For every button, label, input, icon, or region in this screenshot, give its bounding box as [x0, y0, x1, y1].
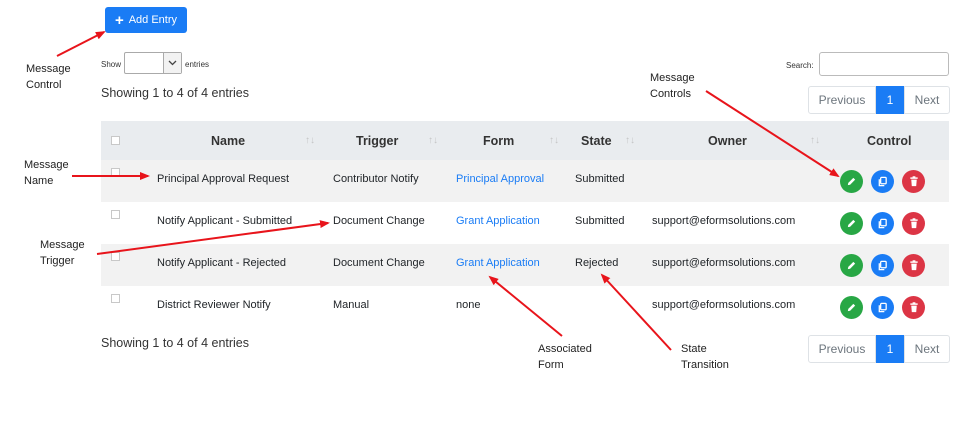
row-controls — [840, 296, 925, 319]
message-owner: support@eformsolutions.com — [652, 215, 796, 227]
annotation-message-control: Message Control — [26, 63, 71, 91]
message-form-link[interactable]: Grant Application — [456, 257, 540, 269]
arrow-message-controls — [705, 90, 840, 178]
pencil-icon — [847, 219, 856, 228]
copy-button[interactable] — [871, 296, 894, 319]
sort-icon[interactable]: ↑↓ — [305, 135, 315, 146]
message-name: Notify Applicant - Submitted — [157, 215, 293, 227]
row-controls — [840, 212, 925, 235]
annotation-message-controls: Message Controls — [650, 72, 695, 100]
annotation-state-transition: State Transition — [681, 343, 729, 371]
sort-icon[interactable]: ↑↓ — [428, 135, 438, 146]
page-1-button[interactable]: 1 — [876, 335, 904, 363]
next-page-button[interactable]: Next — [904, 335, 950, 363]
row-checkbox[interactable] — [111, 210, 120, 219]
edit-button[interactable] — [840, 170, 863, 193]
delete-button[interactable] — [902, 212, 925, 235]
delete-button[interactable] — [902, 170, 925, 193]
message-trigger: Manual — [333, 299, 370, 311]
trash-icon — [909, 218, 918, 229]
table-row: Notify Applicant - Submitted Document Ch… — [101, 202, 949, 244]
edit-button[interactable] — [840, 212, 863, 235]
delete-button[interactable] — [902, 296, 925, 319]
previous-page-button[interactable]: Previous — [808, 86, 876, 114]
edit-button[interactable] — [840, 254, 863, 277]
select-all-checkbox[interactable] — [111, 136, 120, 145]
show-label: Show — [101, 60, 122, 69]
trash-icon — [909, 302, 918, 313]
pagination-top: Previous 1 Next — [808, 86, 950, 114]
next-page-button[interactable]: Next — [904, 86, 950, 114]
message-form-text: none — [456, 299, 481, 311]
col-header-control: Control — [867, 134, 912, 148]
copy-icon — [878, 302, 887, 313]
page-1-button[interactable]: 1 — [876, 86, 904, 114]
plus-icon: + — [114, 11, 124, 29]
annotation-associated-form: Associated Form — [538, 343, 592, 371]
messages-table: Name ↑↓ Trigger ↑↓ Form ↑↓ State ↑↓ Owne… — [101, 121, 949, 328]
col-header-owner[interactable]: Owner — [708, 134, 747, 148]
entries-label: entries — [185, 60, 210, 69]
table-row: District Reviewer Notify Manual none sup… — [101, 286, 949, 328]
table-info-bottom: Showing 1 to 4 of 4 entries — [101, 336, 250, 350]
edit-button[interactable] — [840, 296, 863, 319]
message-name: Principal Approval Request — [157, 173, 290, 185]
message-owner: support@eformsolutions.com — [652, 299, 796, 311]
message-trigger: Contributor Notify — [333, 173, 419, 185]
search-input[interactable] — [819, 52, 949, 76]
col-header-state[interactable]: State — [581, 134, 612, 148]
sort-icon[interactable]: ↑↓ — [549, 135, 559, 146]
arrow-message-control — [56, 31, 106, 57]
annotation-message-trigger: Message Trigger — [40, 239, 85, 267]
message-state: Submitted — [575, 215, 625, 227]
message-name: Notify Applicant - Rejected — [157, 257, 287, 269]
message-trigger: Document Change — [333, 257, 425, 269]
sort-icon[interactable]: ↑↓ — [810, 135, 820, 146]
table-info-top: Showing 1 to 4 of 4 entries — [101, 86, 250, 100]
table-header: Name ↑↓ Trigger ↑↓ Form ↑↓ State ↑↓ Owne… — [101, 121, 949, 160]
chevron-down-icon[interactable] — [163, 53, 181, 73]
search-label: Search: — [786, 61, 814, 70]
col-header-form[interactable]: Form — [483, 134, 515, 148]
trash-icon — [909, 260, 918, 271]
message-state: Rejected — [575, 257, 619, 269]
pagination-bottom: Previous 1 Next — [808, 335, 950, 363]
message-trigger: Document Change — [333, 215, 425, 227]
copy-icon — [878, 260, 887, 271]
table-row: Notify Applicant - Rejected Document Cha… — [101, 244, 949, 286]
trash-icon — [909, 176, 918, 187]
pencil-icon — [847, 177, 856, 186]
pencil-icon — [847, 303, 856, 312]
message-form-link[interactable]: Principal Approval — [456, 173, 545, 185]
col-header-trigger[interactable]: Trigger — [356, 134, 399, 148]
arrow-state-transition — [600, 273, 672, 351]
add-entry-label: Add Entry — [128, 14, 178, 26]
sort-icon[interactable]: ↑↓ — [625, 135, 635, 146]
delete-button[interactable] — [902, 254, 925, 277]
entries-length-select[interactable] — [124, 52, 182, 74]
message-form-link[interactable]: Grant Application — [456, 215, 540, 227]
copy-icon — [878, 176, 887, 187]
table-row: Principal Approval Request Contributor N… — [101, 160, 949, 202]
arrow-message-trigger — [96, 220, 330, 255]
message-name: District Reviewer Notify — [157, 299, 271, 311]
copy-button[interactable] — [871, 170, 894, 193]
arrow-associated-form — [488, 275, 563, 337]
row-controls — [840, 254, 925, 277]
pencil-icon — [847, 261, 856, 270]
previous-page-button[interactable]: Previous — [808, 335, 876, 363]
add-entry-button[interactable]: + Add Entry — [105, 7, 187, 33]
row-checkbox[interactable] — [111, 294, 120, 303]
message-state: Submitted — [575, 173, 625, 185]
copy-button[interactable] — [871, 254, 894, 277]
copy-icon — [878, 218, 887, 229]
row-controls — [840, 170, 925, 193]
annotation-message-name: Message Name — [24, 159, 69, 187]
col-header-name[interactable]: Name — [211, 134, 246, 148]
message-owner: support@eformsolutions.com — [652, 257, 796, 269]
copy-button[interactable] — [871, 212, 894, 235]
